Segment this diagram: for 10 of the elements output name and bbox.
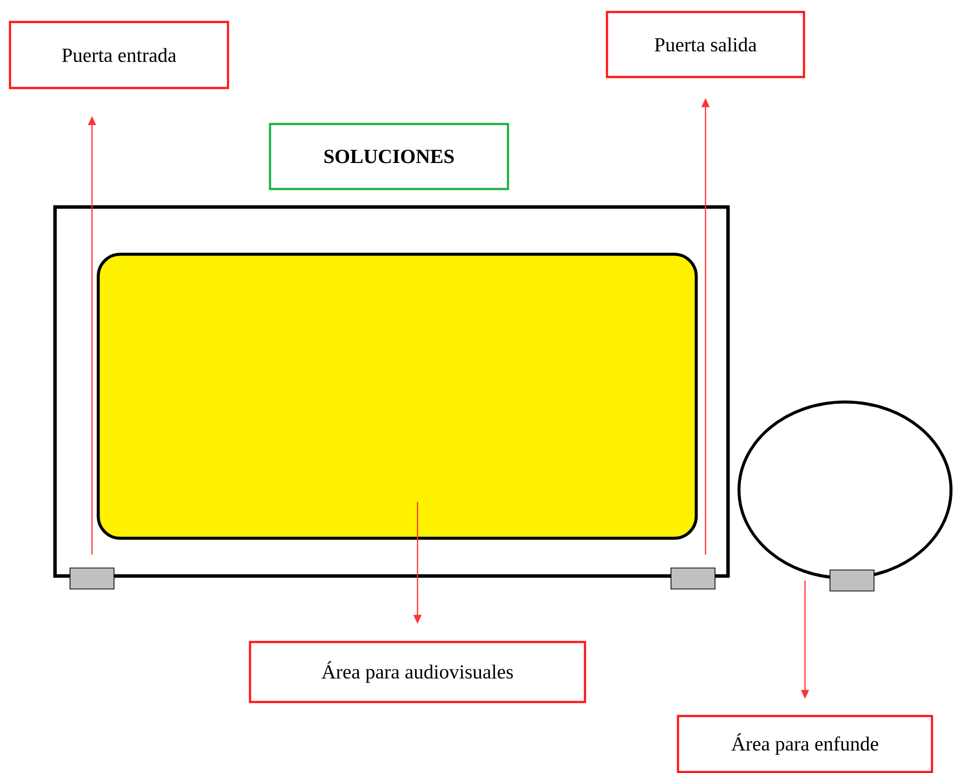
label-box: Área para enfunde [676,714,934,773]
door-marker [830,570,874,592]
label-box: Puerta salida [606,10,806,78]
title-box: SOLUCIONES [268,122,510,190]
label-box: Puerta entrada [8,20,230,90]
label-box: Área para audiovisuales [248,640,586,704]
door-marker [670,568,716,590]
stage-area [96,252,698,540]
door-marker [70,568,114,590]
round-area [738,400,952,580]
